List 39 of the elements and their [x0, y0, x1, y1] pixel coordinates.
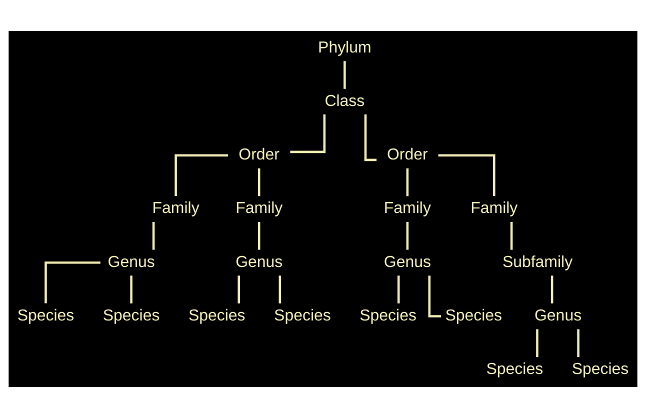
- connector: [536, 329, 538, 358]
- node-text: Species: [17, 307, 74, 324]
- node-text: Order: [387, 146, 428, 164]
- node-text: Species: [102, 307, 160, 324]
- connector: [344, 61, 346, 89]
- node-text: Class: [324, 92, 365, 110]
- connector: [174, 154, 228, 196]
- connector: [290, 114, 326, 154]
- connector: [406, 168, 409, 196]
- node-text: Subfamily: [502, 254, 573, 271]
- node-text: Order: [238, 146, 280, 164]
- node-text: Family: [236, 200, 283, 218]
- connector: [406, 222, 409, 250]
- node-text: Genus: [384, 254, 431, 271]
- node-text: Species: [486, 361, 544, 378]
- connector: [438, 154, 496, 196]
- node-text: Species: [445, 307, 502, 324]
- node-text: Family: [384, 200, 431, 218]
- node-text: Family: [152, 200, 200, 218]
- connector: [258, 168, 260, 196]
- node-text: Genus: [534, 307, 582, 324]
- node-text: Phylum: [318, 39, 372, 56]
- connector: [44, 262, 100, 304]
- node-text: Species: [572, 361, 629, 378]
- connector: [577, 329, 580, 358]
- connector: [130, 276, 132, 304]
- node-text: Species: [188, 307, 246, 324]
- connector: [258, 222, 260, 250]
- node-text: Genus: [108, 254, 155, 271]
- node-text: Genus: [236, 254, 283, 271]
- node-text: Species: [274, 307, 331, 324]
- connector: [510, 222, 513, 250]
- node-text: Species: [360, 307, 416, 324]
- node-text: Family: [470, 200, 518, 218]
- connector: [152, 222, 155, 250]
- connector: [238, 276, 240, 304]
- connector: [278, 276, 282, 304]
- connector: [397, 276, 400, 304]
- connector: [550, 276, 554, 304]
